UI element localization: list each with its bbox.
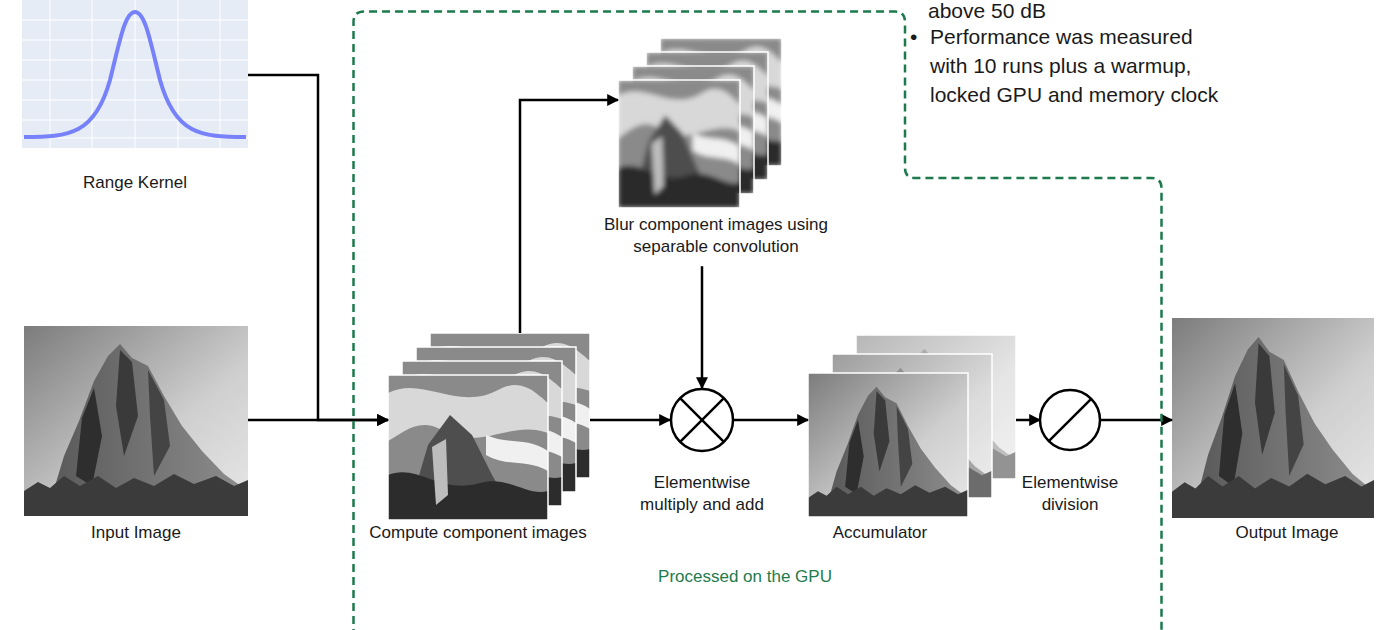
accumulator-stack	[808, 335, 1016, 517]
caption-text: Elementwise multiply and add	[635, 472, 770, 516]
caption-text: Input Image	[91, 522, 181, 544]
label-layer: above 50 dB • Performance was measured wit…	[0, 0, 1376, 145]
caption-text: Blur component images using separable co…	[596, 214, 836, 258]
image-stack: Accumulator	[808, 335, 1016, 550]
caption-text: Range Kernel	[83, 172, 187, 194]
image-stack: Blur component images using separable co…	[590, 38, 842, 264]
connector-arrow	[590, 419, 670, 422]
connector-arrow	[701, 266, 704, 388]
region-label: Processed on the GPU	[658, 566, 832, 588]
note-text: Performance was measured with 10 runs pl…	[930, 22, 1227, 109]
component-stack	[388, 333, 590, 520]
figure-anchor	[618, 38, 782, 208]
figure-anchor	[388, 333, 590, 520]
operator-circle: Elementwise multiply and add	[629, 388, 776, 522]
connector-arrow	[1016, 419, 1040, 422]
blurred-component-stack	[618, 38, 782, 208]
division-symbol	[1040, 390, 1100, 450]
input-image: Input Image	[24, 326, 248, 550]
caption-text: Compute component images	[369, 522, 586, 544]
multiply-symbol	[671, 389, 733, 451]
caption-text: Output Image	[1235, 522, 1338, 544]
figure-anchor	[24, 326, 248, 516]
output-photo	[1172, 318, 1374, 518]
note-text: above 50 dB	[928, 0, 1046, 25]
figure-anchor	[1172, 318, 1374, 518]
image-stack: Compute component images	[363, 333, 592, 550]
connector-arrow	[734, 419, 808, 422]
figure-anchor	[22, 0, 248, 148]
connector-arrow	[248, 75, 388, 420]
figure-anchor	[1040, 390, 1100, 450]
bullet-mark: •	[910, 22, 917, 51]
connector-arrow	[248, 419, 388, 422]
figure-anchor	[808, 335, 1016, 517]
range-kernel-plot	[22, 0, 248, 148]
operator-circle: Elementwise division	[1009, 390, 1131, 522]
caption-text: Elementwise division	[1015, 472, 1125, 516]
input-photo	[24, 326, 248, 516]
caption-text: Accumulator	[833, 522, 927, 544]
plot-image: Range Kernel	[22, 0, 248, 200]
figure-anchor	[670, 388, 734, 452]
output-image: Output Image	[1172, 318, 1374, 550]
connector-arrow	[520, 100, 618, 333]
